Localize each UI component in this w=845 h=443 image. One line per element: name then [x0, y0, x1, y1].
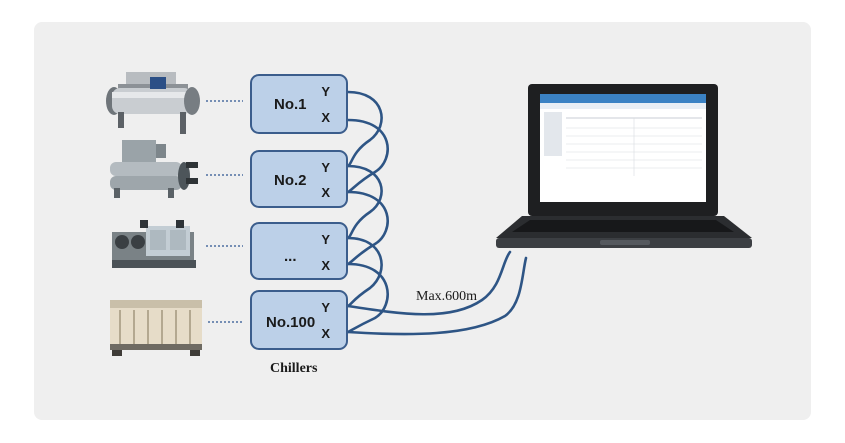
chiller-node-3: ... Y X	[250, 222, 348, 280]
node-label: No.2	[274, 172, 307, 189]
wire-x4-laptop	[346, 256, 528, 336]
chiller-2-image	[110, 140, 198, 198]
node-x-terminal: X	[321, 110, 330, 125]
chiller-node-4: No.100 Y X	[250, 290, 348, 350]
wire-x1-x2	[346, 118, 389, 194]
wire-y4-laptop	[346, 250, 512, 316]
node-y-terminal: Y	[321, 84, 330, 99]
chiller-node-2: No.2 Y X	[250, 150, 348, 208]
wire-x3-x4	[346, 262, 389, 334]
laptop-image	[496, 84, 752, 248]
wire-x2-x3	[346, 190, 389, 266]
node-label: No.1	[274, 96, 307, 113]
node-x-terminal: X	[321, 258, 330, 273]
node-x-terminal: X	[321, 326, 330, 341]
chiller-4-image	[110, 300, 202, 356]
chiller-node-1: No.1 Y X	[250, 74, 348, 134]
wire-y1-y2	[346, 90, 383, 168]
node-y-terminal: Y	[321, 300, 330, 315]
node-y-terminal: Y	[321, 160, 330, 175]
chiller-3-image	[112, 220, 196, 268]
chillers-caption: Chillers	[270, 361, 318, 376]
chiller-1-image	[106, 72, 200, 134]
node-x-terminal: X	[321, 185, 330, 200]
cable-length-label: Max.600m	[416, 289, 478, 304]
node-label: ...	[284, 248, 297, 265]
wire-y2-y3	[346, 164, 383, 240]
node-y-terminal: Y	[321, 232, 330, 247]
node-label: No.100	[266, 314, 316, 331]
wire-y3-y4	[346, 236, 383, 308]
